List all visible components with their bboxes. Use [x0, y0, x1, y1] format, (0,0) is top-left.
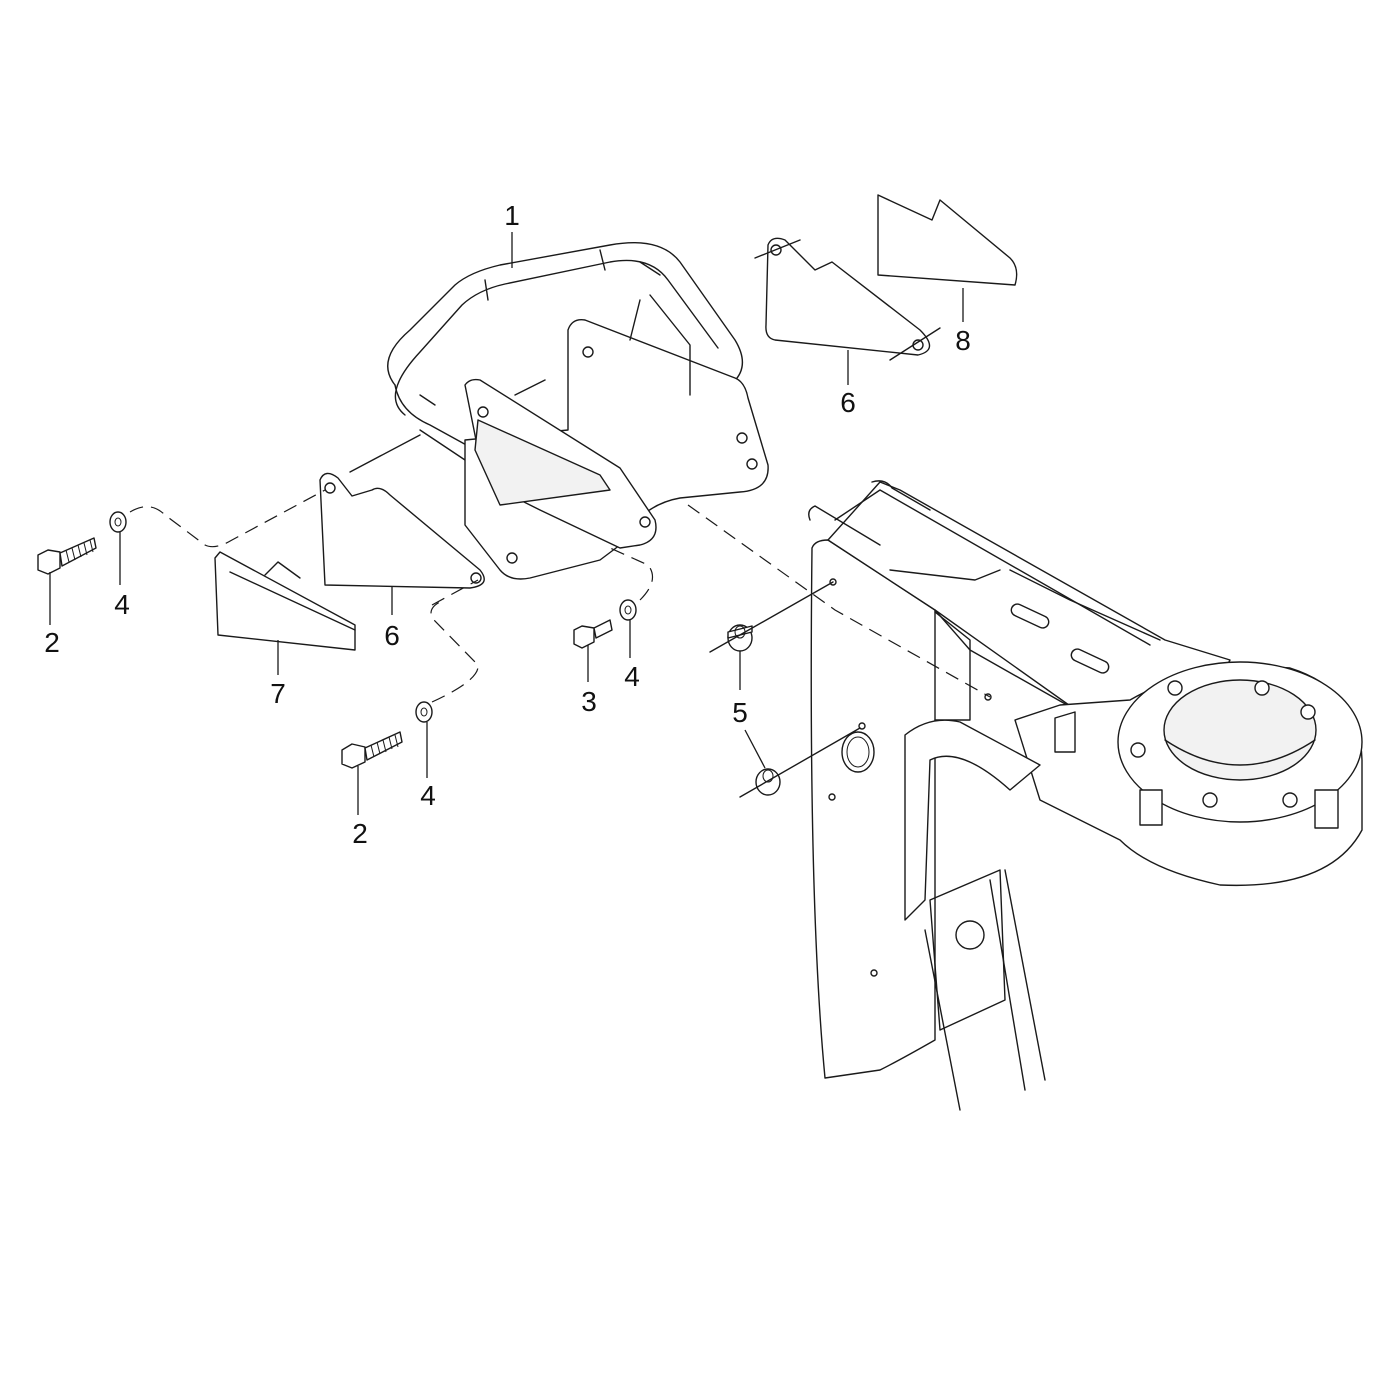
part-5-spacer-lower	[755, 768, 781, 796]
assembly-lines	[129, 239, 991, 798]
part-3-bolt	[573, 619, 613, 649]
callout-2: 2	[44, 627, 60, 658]
callout-2: 2	[352, 818, 368, 849]
part-4-washer-upper	[109, 511, 127, 533]
part-2-bolt-upper	[37, 537, 97, 575]
callout-3: 3	[581, 686, 597, 717]
part-8-plate	[877, 194, 1018, 286]
callout-4: 4	[624, 661, 640, 692]
hole	[324, 482, 336, 494]
leader-lines	[49, 232, 964, 815]
callout-7: 7	[270, 678, 286, 709]
callout-4: 4	[114, 589, 130, 620]
part-7-cover	[214, 551, 356, 651]
part-1-guard-assembly	[387, 242, 769, 580]
callout-5: 5	[732, 697, 748, 728]
frame-assembly	[808, 480, 1363, 1111]
part-6-plate-left	[319, 472, 485, 589]
callout-6: 6	[384, 620, 400, 651]
part-2-bolt-lower	[341, 731, 403, 769]
callout-1: 1	[504, 200, 520, 231]
part-5-spacer-upper	[727, 624, 753, 652]
callout-4: 4	[420, 780, 436, 811]
part-4-washer-middle	[619, 599, 637, 621]
callout-6: 6	[840, 387, 856, 418]
part-6-plate-right	[765, 237, 931, 356]
callout-8: 8	[955, 325, 971, 356]
hole	[470, 572, 482, 584]
part-4-washer-lower	[415, 701, 433, 723]
